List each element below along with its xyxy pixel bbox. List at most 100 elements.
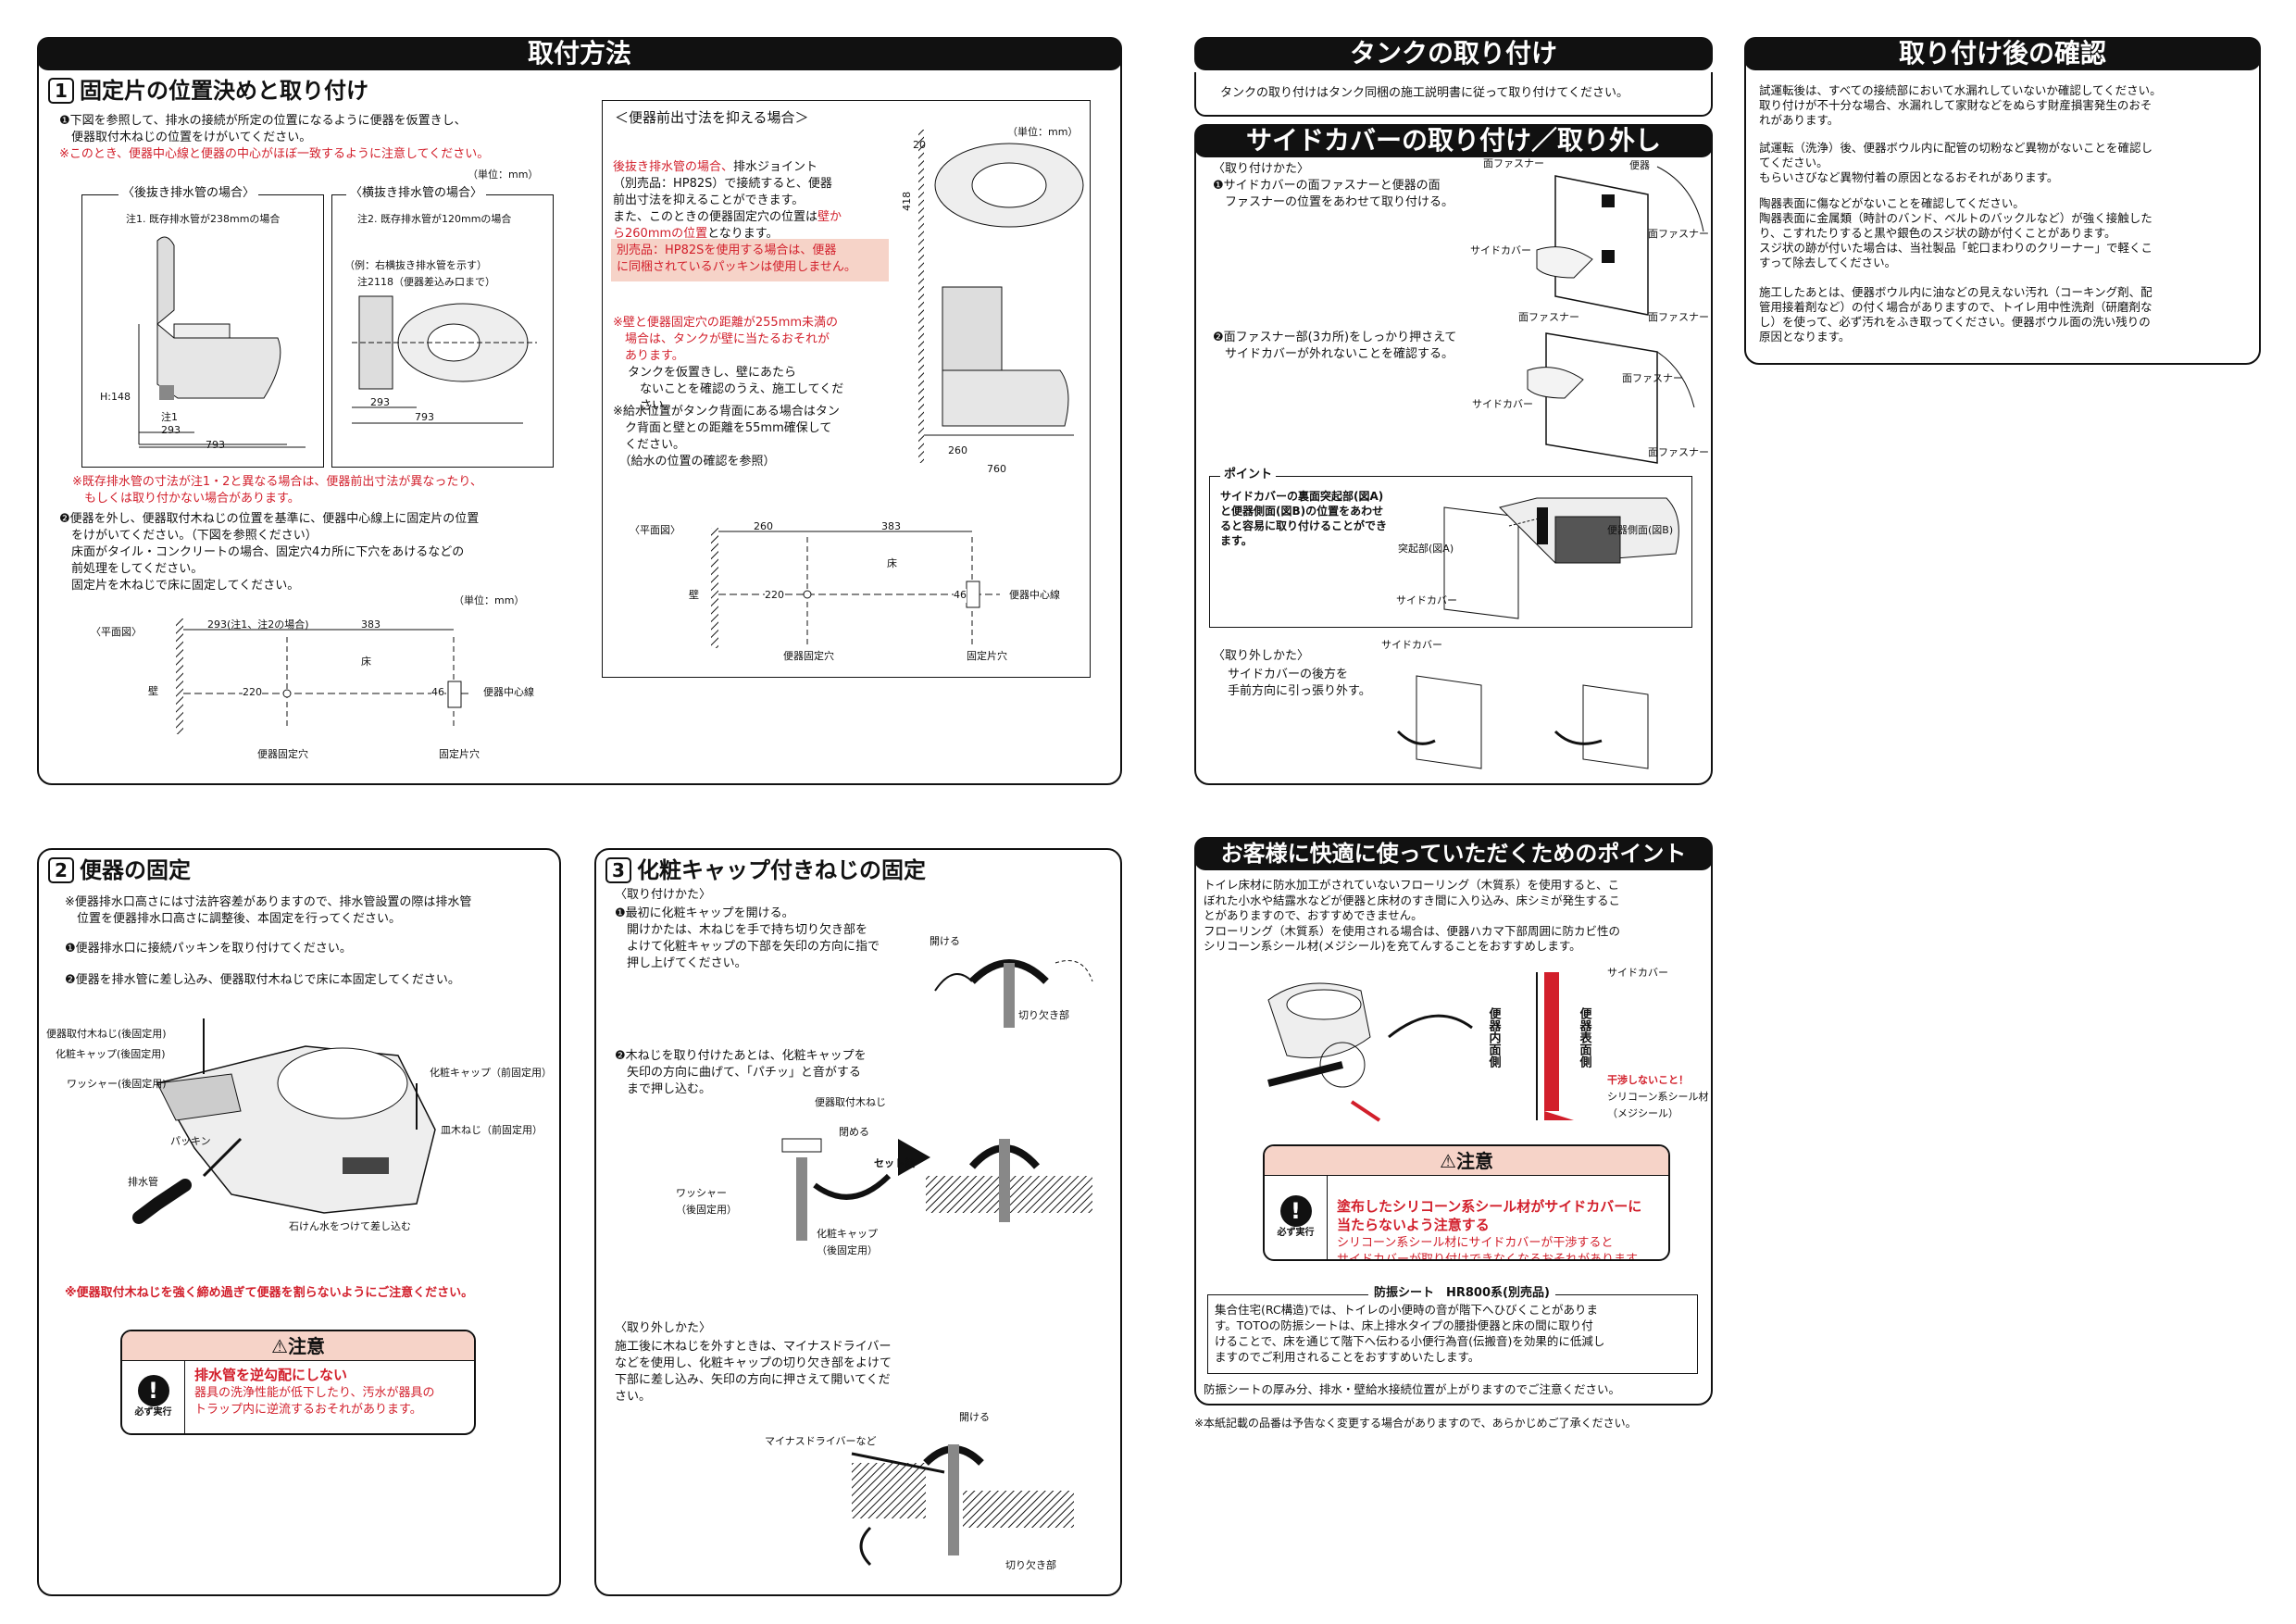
front-note-box	[611, 239, 889, 281]
sec2-red-warning: ※便器取付木ねじを強く締め過ぎて便器を割らないようにご注意ください。	[65, 1286, 474, 1300]
sec3-how-off: 〈取り外しかた〉	[615, 1321, 712, 1335]
sec3-step1: ❶最初に化粧キャップを開ける。 開けかたは、木ねじを手で持ち切り欠き部を よけて…	[615, 906, 880, 970]
after-item-1: 試運転後は、すべての接続部において水漏れしていないか確認してください。 取り付け…	[1759, 83, 2162, 127]
sec3-label-open2: 開ける	[959, 1411, 990, 1423]
sec3-fig-close	[781, 1138, 1092, 1241]
comfort-label-warn: 干渉しないこと！	[1607, 1074, 1689, 1086]
exclamation-icon: !	[1279, 1195, 1312, 1228]
front-red-warning: ※壁と便器固定穴の距離が255mm未満の 場合は、タンクが壁に当たるおそれが あ…	[613, 316, 839, 363]
cover-fig1-bowl: 便器	[1629, 159, 1650, 171]
comfort-caution-icon: ! 必ず実行	[1265, 1176, 1328, 1259]
exclamation-icon: !	[137, 1375, 169, 1407]
plan2-floor: 床	[887, 557, 897, 569]
sec3-how-on: 〈取り付けかた〉	[615, 888, 712, 902]
cover-fig1	[1536, 166, 1704, 316]
sec2-toilet-figure	[132, 1018, 436, 1224]
cover-fig1-fastener-top: 面ファスナー	[1483, 157, 1544, 169]
cover-fig2-fastener-mid: 面ファスナー	[1622, 372, 1683, 384]
sec2-label-pipe: 排水管	[128, 1176, 158, 1188]
plan1-centerline: 便器中心線	[483, 686, 534, 698]
case-b-toilet-figure	[352, 295, 537, 390]
sec2-label-soap: 石けん水をつけて差し込む	[289, 1220, 411, 1232]
sec1-step2: ❷便器を外し、便器取付木ねじの位置を基準に、便器中心線上に固定片の位置 をけがい…	[59, 512, 480, 593]
sec3-title: 3 化粧キャップ付きねじの固定	[605, 856, 926, 885]
sec3-label-driver: マイナスドライバーなど	[765, 1435, 877, 1447]
sec3-label-notch2: 切り欠き部	[1005, 1559, 1056, 1571]
sec2-caution-box: ⚠注意 ! 必ず実行 排水管を逆勾配にしない 器具の洗浄性能が低下したり、汚水が…	[120, 1330, 476, 1435]
case-a-title: 〈後抜き排水管の場合〉	[119, 185, 259, 202]
sec2-label-cap: 化粧キャップ(後固定用)	[56, 1048, 166, 1060]
cover-off-label: サイドカバー	[1381, 639, 1442, 651]
comfort-label-inner: 便器内面側	[1486, 1007, 1501, 1068]
case-b-dim-793: 793	[415, 411, 434, 423]
sec2-label-screw: 便器取付木ねじ(後固定用)	[46, 1028, 167, 1040]
plan1-dim-46: 46	[431, 686, 444, 700]
plan2-diagram	[711, 528, 1000, 648]
sec2-step1: ❶便器排水口に接続パッキンを取り付けてください。	[65, 942, 352, 956]
case-a-toilet-figure	[138, 236, 287, 445]
front-dim-260: 260	[948, 444, 967, 456]
sec3-step2: ❷木ねじを取り付けたあとは、化粧キャップを 矢印の方向に曲げて、「パチッ」と音が…	[615, 1049, 867, 1096]
comfort-caution-body: シリコーン系シール材にサイドカバーが干渉すると サイドカバーが取り付けできなくな…	[1337, 1236, 1649, 1261]
cover-fig2-fastener-top: 面ファスナー	[1518, 311, 1579, 323]
sec3-label-set: セット後	[874, 1157, 915, 1169]
cover-header: サイドカバーの取り付け／取り外し	[1194, 124, 1713, 157]
front-p2: タンクを仮置きし、壁にあたら ないことを確認のうえ、施工してくだ さい。	[628, 366, 844, 413]
sec2-caution-icon-label: 必ず実行	[134, 1407, 172, 1418]
sec1-heading: 固定片の位置決めと取り付け	[80, 78, 368, 104]
comfort-label-seal: シリコーン系シール材 （メジシール）	[1607, 1091, 1709, 1119]
plan2-dim-46: 46	[954, 589, 967, 603]
case-a-dim-293: 293	[161, 424, 181, 436]
cover-off-text: サイドカバーの後方を 手前方向に引っ張り外す。	[1228, 668, 1371, 698]
plan2-wall: 壁	[689, 589, 699, 601]
after-header: 取り付け後の確認	[1744, 37, 2261, 70]
sec3-fig-remove	[851, 1444, 1074, 1567]
point-text: サイドカバーの裏面突起部(図A) と便器側面(図B)の位置をあわせ ると容易に取…	[1220, 490, 1388, 547]
sec2-panel	[37, 848, 561, 1596]
case-a-dim-lines	[139, 431, 306, 448]
plan1-diagram	[176, 618, 472, 734]
cover-fig2-fastener-bottom: 面ファスナー	[1648, 446, 1709, 458]
after-item-4: 施工したあとは、便器ボウル内に油などの見えない汚れ（コーキング剤、配 管用接着剤…	[1759, 285, 2152, 344]
sheet-text: 集合住宅(RC構造)では、トイレの小便時の音が階下へひびくことがありま す。TO…	[1215, 1303, 1605, 1364]
sec2-caution-icon: ! 必ず実行	[122, 1361, 185, 1433]
sec3-label-notch: 切り欠き部	[1018, 1009, 1069, 1021]
point-box	[1209, 476, 1692, 628]
front-p1-red: 後抜き排水管の場合、	[613, 160, 734, 174]
after-item-2: 試運転（洗浄）後、便器ボウル内に配管の切粉など異物がないことを確認し てください…	[1759, 141, 2153, 184]
comfort-panel	[1194, 837, 1713, 1405]
plan2-fix-hole: 固定片穴	[967, 650, 1007, 662]
point-title: ポイント	[1220, 467, 1277, 483]
case-a-dim-793: 793	[206, 439, 225, 451]
sec1-step1: ❶下図を参照して、排水の接続が所定の位置になるように便器を仮置きし、 便器取付木…	[59, 114, 467, 144]
front-dim-20: 20	[913, 139, 926, 151]
sec2-step2: ❷便器を排水管に差し込み、便器取付木ねじで床に本固定してください。	[65, 973, 460, 987]
front-note-text: 別売品：HP82Sを使用する場合は、便器 に同梱されているパッキンは使用しません…	[617, 244, 856, 274]
plan2-centerline: 便器中心線	[1009, 589, 1060, 601]
plan2-hole: 便器固定穴	[783, 650, 834, 662]
case-b-dim-lines	[352, 406, 523, 424]
front-box	[602, 100, 1091, 678]
cover-fig1-fastener-bottom: 面ファスナー	[1648, 311, 1709, 323]
case-a-dim-h148: H:148	[100, 391, 131, 403]
point-label-b: 便器側面(図B)	[1607, 524, 1674, 536]
sec2-caution-body: 器具の洗浄性能が低下したり、汚水が器具の トラップ内に逆流するおそれがあります。	[194, 1386, 435, 1417]
front-toilet-figure	[918, 130, 1084, 463]
sec3-fig-open	[934, 959, 1093, 1028]
front-p1-red2: 壁か ら260mmの位置	[613, 210, 842, 241]
sheet-note: 防振シートの厚み分、排水・壁給水接続位置が上がりますのでご注意ください。	[1204, 1382, 1621, 1396]
sec2-label-front-cap: 化粧キャップ（前固定用）	[430, 1067, 552, 1079]
sec1-title: 1 固定片の位置決めと取り付け	[48, 76, 368, 106]
cover-step1: ❶サイドカバーの面ファスナーと便器の面 ファスナーの位置をあわせて取り付ける。	[1213, 179, 1454, 209]
comfort-fig	[1267, 972, 1574, 1122]
sec3-label-screw: 便器取付木ねじ	[815, 1096, 886, 1108]
plan1-label: 〈平面図〉	[91, 626, 142, 638]
sec3-off-text: 施工後に木ねじを外すときは、マイナスドライバー などを使用し、化粧キャップの切り…	[615, 1340, 892, 1404]
comfort-label-cover: サイドカバー	[1607, 967, 1668, 979]
sec2-title: 2 便器の固定	[48, 856, 191, 885]
tank-header: タンクの取り付け	[1194, 37, 1713, 70]
footer-note: ※本紙記載の品番は予告なく変更する場合がありますので、あらかじめご了承ください。	[1194, 1417, 1637, 1430]
case-b-title: 〈横抜き排水管の場合〉	[346, 185, 487, 202]
case-a-note: 注1. 既存排水管が238mmの場合	[126, 213, 281, 225]
sec2-caution-head: 排水管を逆勾配にしない	[194, 1367, 348, 1383]
